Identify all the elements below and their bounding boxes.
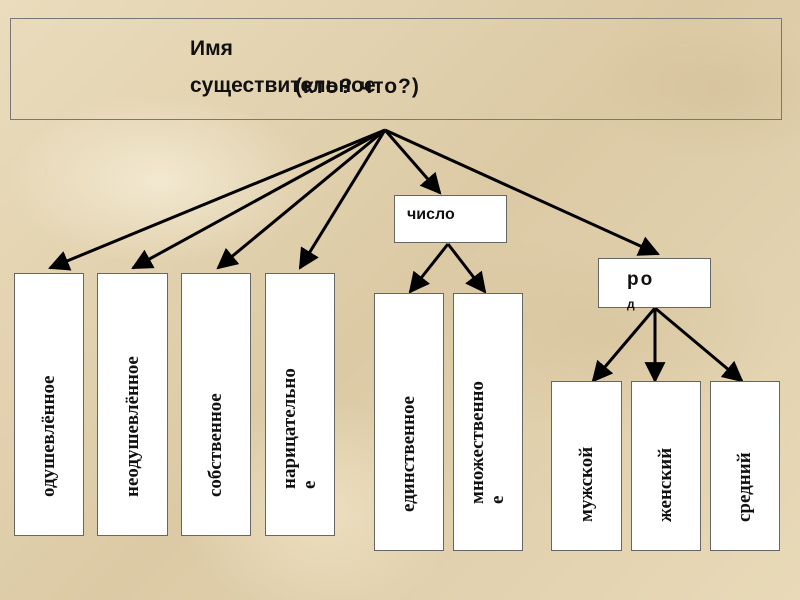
leaf-proper: собственное	[181, 273, 251, 536]
arrow-to-common	[298, 129, 387, 270]
arrow-to-animate	[48, 128, 386, 271]
leaf-masculine: мужской	[551, 381, 622, 551]
title-line-2: существительное	[190, 74, 376, 97]
arrow-to-proper	[216, 128, 386, 270]
leaf-singular-label: единственное	[398, 396, 419, 512]
title-text: Имя существительное	[190, 30, 376, 104]
leaf-masculine-label: мужской	[575, 446, 597, 522]
leaf-singular: единственное	[374, 293, 444, 551]
leaf-proper-label: собственное	[205, 393, 226, 497]
title-question: (кто? что?)	[295, 75, 420, 98]
leaf-feminine: женский	[631, 381, 701, 551]
gender-label-part2: д	[627, 297, 635, 311]
leaf-plural-label-part2: е	[487, 495, 508, 504]
number-label: число	[407, 206, 455, 223]
arrow-to-number	[383, 129, 442, 195]
leaf-inanimate-label: неодушевлённое	[121, 356, 143, 497]
leaf-inanimate: неодушевлённое	[97, 273, 168, 536]
leaf-common-label-part1: нарицательно	[279, 368, 300, 489]
leaf-plural-label-part1: множественно	[467, 381, 488, 504]
leaf-feminine-label: женский	[655, 447, 676, 522]
number-node: число	[394, 195, 507, 243]
arrow-to-neuter	[654, 306, 744, 383]
arrow-to-plural	[446, 243, 487, 294]
leaf-animate-label: одушевлённое	[38, 375, 59, 497]
arrow-to-masculine	[591, 307, 657, 383]
title-line-1: Имя	[190, 37, 233, 60]
arrow-to-singular	[408, 243, 450, 294]
title-box	[10, 18, 782, 120]
gender-node: ро д	[598, 258, 711, 311]
leaf-neuter: средний	[710, 381, 780, 551]
leaf-animate: одушевлённое	[14, 273, 84, 536]
leaf-neuter-label: средний	[734, 452, 755, 522]
leaf-common-label-part2: е	[299, 480, 320, 489]
arrow-to-inanimate	[131, 128, 386, 270]
gender-label-part1: ро	[627, 269, 655, 290]
arrow-to-gender	[384, 128, 660, 256]
